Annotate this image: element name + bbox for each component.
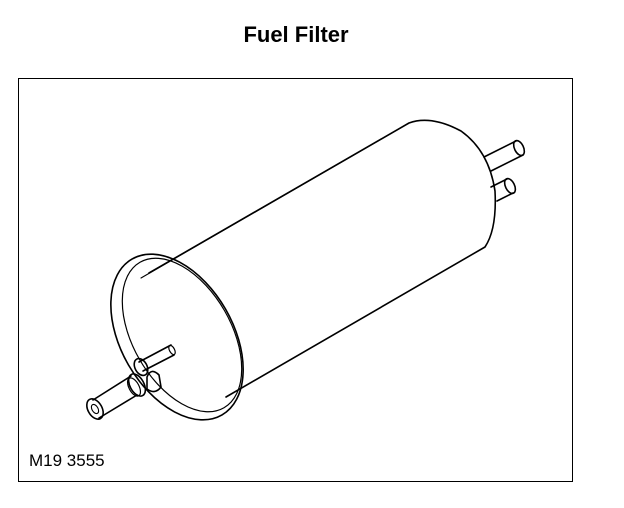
figure-code: M19 3555 bbox=[29, 451, 105, 470]
inlet-pipe-upper bbox=[133, 344, 176, 377]
filter-body bbox=[140, 119, 497, 398]
filter-end-cap bbox=[110, 253, 244, 421]
inlet-pipe-lower bbox=[86, 370, 162, 420]
outlet-pipe-upper bbox=[483, 139, 526, 172]
diagram-title: Fuel Filter bbox=[243, 22, 349, 47]
fuel-filter-illustration bbox=[86, 119, 526, 421]
illustration-frame: M19 3555 bbox=[18, 78, 573, 482]
